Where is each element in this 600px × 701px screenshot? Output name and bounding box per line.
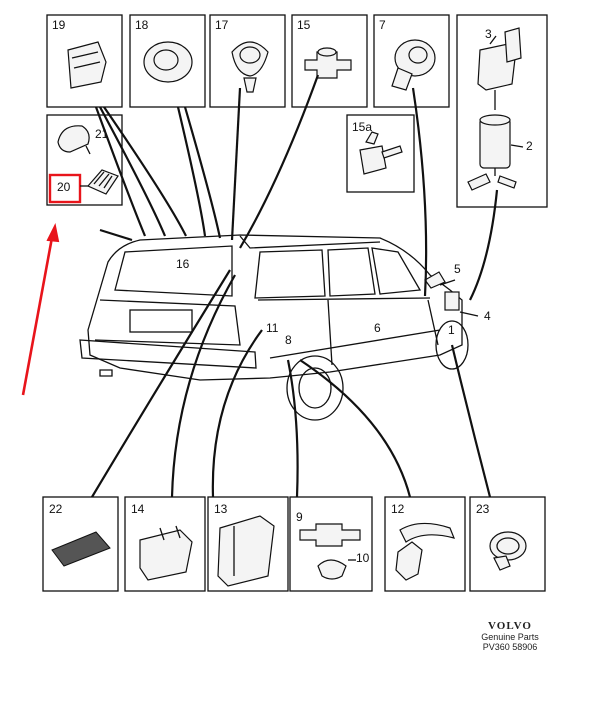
- part-box-19: 19: [46, 14, 123, 108]
- filter-part-9: [299, 523, 361, 547]
- callout-8: 8: [285, 333, 292, 347]
- callout-19: 19: [52, 18, 66, 32]
- part-box-14: 14: [124, 496, 206, 592]
- part-box-23: 23: [469, 496, 546, 592]
- part-box-22: 22: [42, 496, 119, 592]
- part-box-pump: 3 2: [456, 14, 548, 208]
- callout-11: 11: [266, 321, 279, 335]
- valve-part-15: [304, 51, 352, 79]
- callout-9: 9: [296, 510, 303, 524]
- callout-5: 5: [454, 262, 461, 276]
- callout-22: 22: [49, 502, 63, 516]
- callout-7: 7: [379, 18, 386, 32]
- clamp-part-10: [317, 559, 347, 580]
- car-illustration: [79, 234, 469, 421]
- callout-3: 3: [485, 27, 492, 41]
- part-box-13: 13: [207, 496, 289, 592]
- part-box-20-21: 21 20: [46, 114, 123, 206]
- callout-15: 15: [297, 18, 311, 32]
- part-box-12: 12: [384, 496, 466, 592]
- callout-13: 13: [214, 502, 228, 516]
- callout-16: 16: [176, 257, 190, 271]
- highlight-arrow: [21, 222, 60, 396]
- brand-line1: Genuine Parts: [481, 632, 539, 642]
- callout-12: 12: [391, 502, 405, 516]
- brand-line2: PV360 58906: [482, 642, 538, 652]
- cap-part-21: [57, 125, 90, 153]
- callout-23: 23: [476, 502, 490, 516]
- part-box-7: 7: [373, 14, 450, 108]
- part-box-17: 17: [209, 14, 286, 108]
- valve-part-15a: [359, 145, 387, 175]
- leader-lines: [91, 74, 499, 498]
- clip-part-13: [217, 515, 275, 587]
- callout-2: 2: [526, 139, 533, 153]
- clip-part-14: [139, 529, 193, 581]
- clamp-part-23: [489, 531, 527, 561]
- callout-1: 1: [448, 323, 455, 337]
- callout-20: 20: [57, 180, 71, 194]
- part-box-15: 15: [291, 14, 368, 108]
- brand-block: VOLVO Genuine Parts PV360 58906: [470, 620, 550, 652]
- highlight-box-20: [48, 173, 82, 204]
- tie-part-12: [399, 522, 456, 543]
- callout-17: 17: [215, 18, 229, 32]
- callout-15a: 15a: [352, 120, 372, 134]
- callout-18: 18: [135, 18, 149, 32]
- pad-part-22: [51, 531, 111, 567]
- part-box-15a: 15a: [346, 114, 415, 193]
- callout-10: 10: [356, 551, 370, 565]
- callout-4: 4: [484, 309, 491, 323]
- part-box-9-10: 9 10: [289, 496, 373, 592]
- part-box-18: 18: [129, 14, 206, 108]
- callout-6: 6: [374, 321, 381, 335]
- callout-14: 14: [131, 502, 145, 516]
- brand-name: VOLVO: [488, 620, 532, 632]
